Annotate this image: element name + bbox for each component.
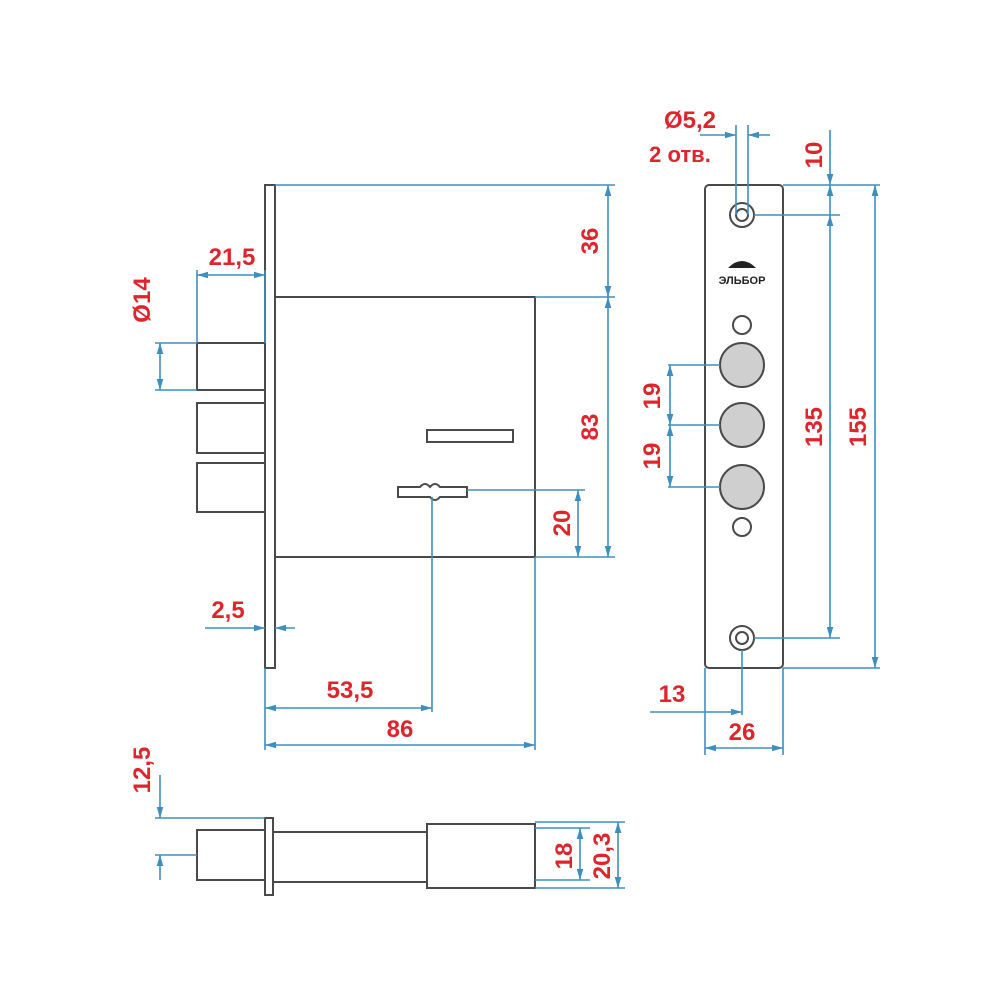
dim-12-5: 12,5	[129, 747, 156, 794]
dim-19-top: 19	[639, 383, 666, 410]
bolt-hole-2	[719, 402, 765, 448]
dim-36: 36	[577, 228, 604, 255]
bolt-hole-3	[719, 464, 765, 510]
dim-10: 10	[801, 142, 828, 169]
side-faceplate	[264, 817, 274, 896]
bolt-3	[196, 462, 266, 513]
strike-plate: ЭЛЬБОР	[704, 184, 784, 669]
dim-155: 155	[845, 407, 872, 447]
bolt-2	[196, 402, 266, 454]
dim-21-5: 21,5	[209, 244, 256, 271]
dim-2-5: 2,5	[211, 597, 244, 624]
side-box	[426, 823, 536, 889]
lock-side-view	[196, 817, 536, 896]
dim-13: 13	[659, 681, 686, 708]
dim-20-3: 20,3	[589, 833, 616, 880]
side-dimensions	[155, 775, 625, 889]
slot	[426, 429, 514, 443]
lock-dimensions	[155, 184, 615, 750]
dim-d14: Ø14	[129, 277, 156, 323]
dim-83: 83	[577, 414, 604, 441]
logo: ЭЛЬБОР	[719, 275, 766, 287]
dim-hole-diameter: Ø5,2	[664, 107, 716, 134]
lock-case	[274, 296, 536, 558]
strike-dimensions	[650, 125, 880, 755]
dim-20: 20	[549, 510, 576, 537]
faceplate	[264, 184, 276, 669]
dim-53-5: 53,5	[327, 677, 374, 704]
side-bolt	[196, 829, 266, 881]
dim-19-bottom: 19	[639, 443, 666, 470]
logo-mark	[728, 261, 756, 268]
dim-86: 86	[387, 716, 414, 743]
dim-135: 135	[801, 407, 828, 447]
dim-26: 26	[729, 719, 756, 746]
hole-count: 2 отв.	[649, 142, 711, 167]
lock-front-view	[196, 184, 536, 669]
bolt-1	[196, 342, 266, 391]
bolt-hole-1	[719, 342, 765, 388]
dim-18: 18	[551, 843, 578, 870]
keyhole	[397, 483, 468, 501]
